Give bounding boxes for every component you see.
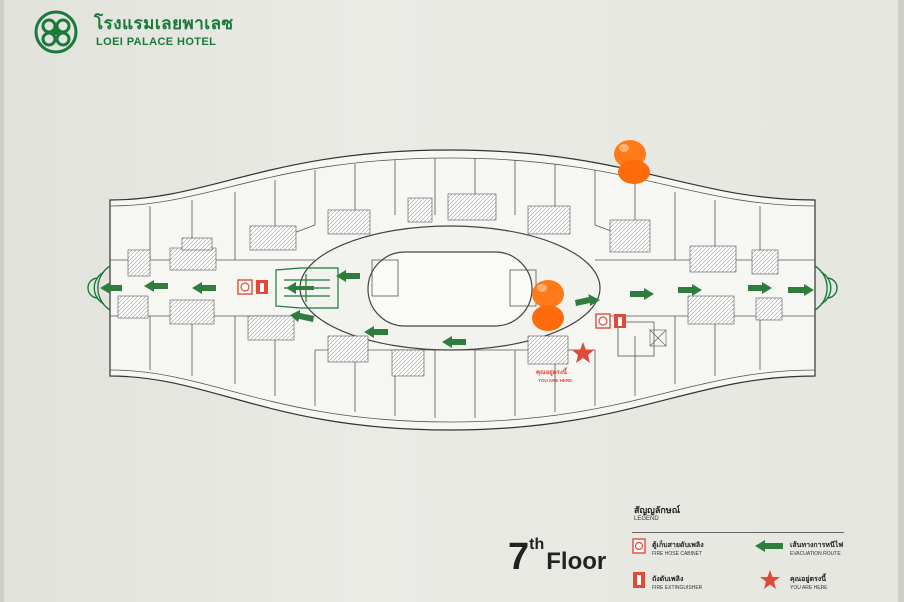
hotel-logo-icon	[34, 10, 78, 54]
you-are-here-label-en: YOU ARE HERE	[538, 378, 572, 383]
evacuation-arrow-icon	[442, 336, 466, 348]
legend-item-evacuation: เส้นทางการหนีไฟ EVACUATION ROUTE	[790, 541, 844, 557]
evacuation-arrow-icon	[755, 540, 783, 552]
bathroom-blocks	[117, 193, 783, 377]
star-icon	[760, 570, 780, 589]
fire-extinguisher-icon	[633, 572, 645, 588]
you-are-here-star-icon	[572, 342, 594, 363]
floor-plan-map: คุณอยู่ตรงนี้ YOU ARE HERE	[87, 140, 838, 431]
atrium-void	[367, 251, 533, 327]
fire-equipment-east	[595, 313, 626, 329]
push-pin-icon	[532, 280, 564, 331]
fire-equipment-west	[237, 279, 268, 295]
evacuation-arrow-icon	[100, 282, 122, 294]
evacuation-arrow-icon	[748, 282, 772, 294]
fire-hose-cabinet-icon	[595, 313, 611, 329]
evacuation-arrow-icon	[192, 282, 216, 294]
fire-hose-cabinet-icon	[237, 279, 253, 295]
floor-number: 7	[508, 536, 530, 578]
you-are-here-label-th: คุณอยู่ตรงนี้	[536, 366, 568, 377]
evacuation-routes	[100, 270, 814, 348]
floor-suffix: th	[529, 536, 545, 553]
legend-divider	[632, 532, 844, 533]
stair-arrow-icon	[286, 282, 314, 294]
legend-item-extinguisher: ถังดับเพลิง FIRE EXTINGUISHER	[652, 575, 703, 591]
evacuation-arrow-icon	[144, 280, 168, 292]
fire-escape-west	[87, 265, 111, 311]
evacuation-arrow-icon	[678, 284, 702, 296]
evacuation-arrow-icon	[290, 310, 314, 322]
fire-escape-east	[814, 265, 838, 311]
legend-item-fire-hose: ตู้เก็บสายดับเพลิง FIRE HOSE CABINET	[652, 541, 704, 557]
evacuation-arrow-icon	[788, 284, 814, 296]
evacuation-arrow-icon	[575, 294, 600, 306]
evacuation-arrow-icon	[336, 270, 360, 282]
floor-word: Floor	[546, 548, 607, 575]
fire-hose-cabinet-icon	[632, 538, 646, 554]
hotel-name-thai: โรงแรมเลยพาเลซ	[94, 14, 234, 34]
push-pin-icon	[614, 140, 650, 184]
legend-title-en: LEGEND	[634, 516, 659, 522]
legend-title-th: สัญญลักษณ์	[634, 506, 681, 516]
hotel-name-english: LOEI PALACE HOTEL	[96, 36, 217, 48]
legend-item-you-are-here: คุณอยู่ตรงนี้ YOU ARE HERE	[790, 575, 828, 591]
evacuation-arrow-icon	[364, 326, 388, 338]
floor-label: 7thFloor	[508, 536, 606, 579]
evacuation-arrow-icon	[630, 288, 654, 300]
